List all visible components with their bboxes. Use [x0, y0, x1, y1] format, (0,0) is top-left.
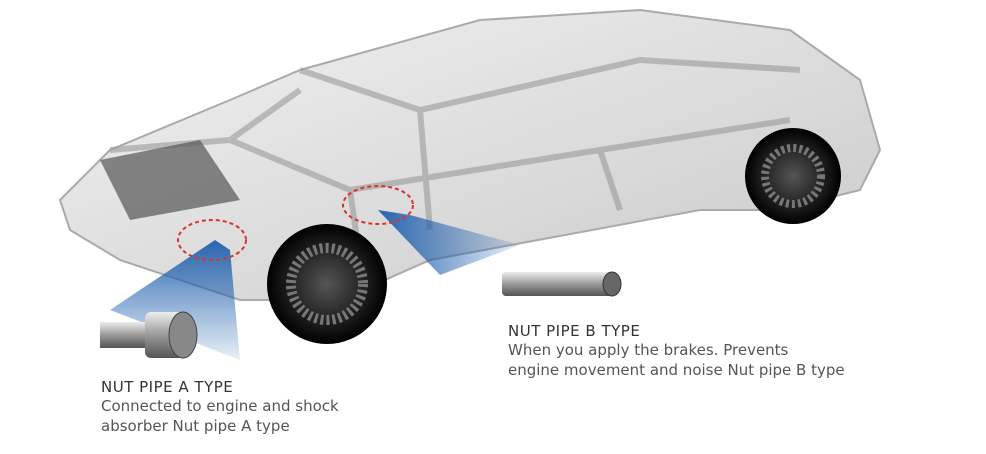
nut-pipe-b-label: NUT PIPE B TYPE When you apply the brake…	[508, 322, 845, 380]
nut-pipe-a-title: NUT PIPE A TYPE	[101, 378, 234, 396]
nut-pipe-b-title: NUT PIPE B TYPE	[508, 322, 641, 340]
marker-circle-b	[342, 185, 414, 225]
nut-pipe-a-label: NUT PIPE A TYPE Connected to engine and …	[101, 378, 339, 436]
nut-pipe-b-image	[502, 271, 622, 297]
marker-circle-a	[177, 219, 247, 261]
nut-pipe-b-desc-line-2: engine movement and noise Nut pipe B typ…	[508, 361, 845, 379]
front-wheel	[267, 224, 387, 344]
car-frame	[58, 8, 882, 301]
highlight-beam-b	[378, 210, 520, 275]
nut-pipe-a-desc-line-1: Connected to engine and shock	[101, 397, 339, 415]
rear-wheel	[745, 128, 841, 224]
highlight-beam-a	[110, 240, 240, 360]
nut-pipe-b-desc-line-1: When you apply the brakes. Prevents	[508, 341, 789, 359]
nut-pipe-a-image	[100, 311, 198, 359]
nut-pipe-a-desc-line-2: absorber Nut pipe A type	[101, 417, 290, 435]
